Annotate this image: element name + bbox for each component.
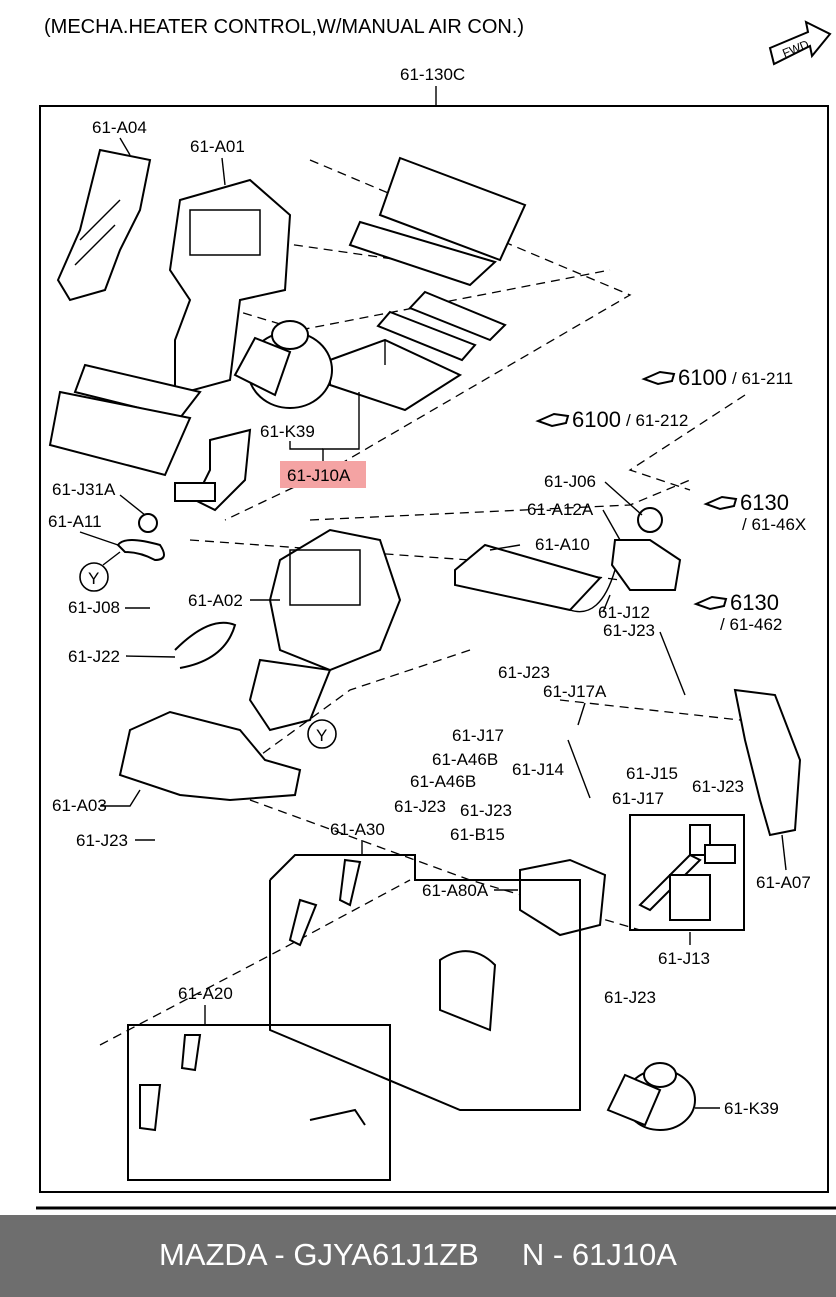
part-a80a-actuator — [519, 858, 607, 937]
marker-y-2: Y — [307, 719, 337, 749]
part-grilles — [48, 363, 202, 477]
part-k39-blower — [233, 320, 333, 409]
fwd-arrow-icon: FWD — [768, 20, 832, 66]
label-j23-c[interactable]: 61-J23 — [460, 801, 512, 820]
part-a04-duct — [56, 148, 152, 302]
callout-ref-2-code: 6100 — [572, 407, 621, 432]
label-j31a[interactable]: 61-J31A — [52, 480, 116, 499]
label-j23-g[interactable]: 61-J23 — [604, 988, 656, 1007]
assembly-frame — [39, 105, 829, 1193]
label-j23-a[interactable]: 61-J23 — [76, 831, 128, 850]
label-j15[interactable]: 61-J15 — [626, 764, 678, 783]
leader-lines — [79, 137, 787, 1109]
label-a04[interactable]: 61-A04 — [92, 118, 147, 137]
label-a46b-a[interactable]: 61-A46B — [432, 750, 498, 769]
hand-pointer-icon — [703, 495, 738, 511]
label-a20[interactable]: 61-A20 — [178, 984, 233, 1003]
label-j17-a[interactable]: 61-J17 — [452, 726, 504, 745]
label-a12a[interactable]: 61-A12A — [527, 500, 594, 519]
hand-pointer-icon — [641, 370, 676, 386]
part-filters — [376, 290, 507, 362]
marker-y-1: Y — [79, 562, 109, 592]
highlight-box — [280, 461, 366, 488]
hand-pointer-icon — [535, 412, 570, 428]
diagram-title: (MECHA.HEATER CONTROL,W/MANUAL AIR CON.) — [44, 16, 524, 38]
part-j06-grommet — [637, 507, 663, 533]
label-j23-b[interactable]: 61-J23 — [394, 797, 446, 816]
callout-ref-1[interactable]: 6100 / 61-211 — [641, 365, 793, 390]
label-j17-b[interactable]: 61-J17 — [612, 789, 664, 808]
fwd-label: FWD — [780, 37, 811, 60]
label-a11[interactable]: 61-A11 — [48, 512, 102, 531]
callout-ref-2[interactable]: 6100 / 61-212 — [535, 407, 688, 432]
label-a01[interactable]: 61-A01 — [190, 137, 245, 156]
label-a80a[interactable]: 61-A80A — [422, 881, 489, 900]
part-a03-tray — [118, 710, 302, 802]
label-a03[interactable]: 61-A03 — [52, 796, 107, 815]
footer-part-info: MAZDA - GJYA61J1ZB N - 61J10A — [159, 1237, 677, 1272]
callout-ref-3-code: 6130 — [740, 490, 789, 515]
callout-ref-4[interactable]: 6130 / 61-462 — [693, 590, 782, 634]
assembly-label: 61-130C — [400, 65, 465, 84]
label-k39-b[interactable]: 61-K39 — [724, 1099, 779, 1118]
label-j13[interactable]: 61-J13 — [658, 949, 710, 968]
label-j08[interactable]: 61-J08 — [68, 598, 120, 617]
label-j23-f[interactable]: 61-J23 — [692, 777, 744, 796]
part-a20-linkage — [127, 1024, 391, 1181]
callout-ref-2-sub: / 61-212 — [626, 411, 688, 430]
callout-ref-1-sub: / 61-211 — [732, 369, 793, 388]
part-a07-duct — [733, 688, 802, 837]
label-a07[interactable]: 61-A07 — [756, 873, 811, 892]
part-a30-frame — [269, 854, 581, 1111]
label-k39[interactable]: 61-K39 — [260, 422, 315, 441]
callout-ref-4-sub: / 61-462 — [720, 615, 782, 634]
label-a46b-b[interactable]: 61-A46B — [410, 772, 476, 791]
label-a10[interactable]: 61-A10 — [535, 535, 590, 554]
part-a10-heater-core — [454, 543, 616, 613]
callout-ref-4-code: 6130 — [730, 590, 779, 615]
part-a11-clip — [116, 539, 165, 562]
part-a30-linkage — [288, 858, 497, 1032]
marker-y-label-2: Y — [316, 726, 327, 745]
highlight-label[interactable]: 61-J10A — [287, 466, 351, 485]
part-bracket — [174, 428, 252, 512]
part-a12a-bracket — [610, 539, 682, 591]
label-j12[interactable]: 61-J12 — [598, 603, 650, 622]
label-j22[interactable]: 61-J22 — [68, 647, 120, 666]
part-j13-pads — [629, 814, 745, 931]
marker-y-label-1: Y — [88, 569, 99, 588]
part-k39-blower-2 — [606, 1062, 696, 1131]
label-j14[interactable]: 61-J14 — [512, 760, 564, 779]
label-j17a[interactable]: 61-J17A — [543, 682, 607, 701]
label-j23-d[interactable]: 61-J23 — [498, 663, 550, 682]
callout-ref-1-code: 6100 — [678, 365, 727, 390]
label-a30[interactable]: 61-A30 — [330, 820, 385, 839]
part-j31a-grommet — [138, 513, 158, 533]
part-j22-wire — [174, 621, 237, 669]
label-j06[interactable]: 61-J06 — [544, 472, 596, 491]
callout-ref-3-sub: / 61-46X — [742, 515, 806, 534]
label-b15[interactable]: 61-B15 — [450, 825, 505, 844]
hand-pointer-icon — [693, 595, 728, 611]
part-a02-case — [248, 528, 402, 732]
callout-ref-3[interactable]: 6130 / 61-46X — [703, 490, 806, 534]
parts-diagram: (MECHA.HEATER CONTROL,W/MANUAL AIR CON.)… — [36, 16, 836, 1210]
part-filter-frame — [348, 156, 527, 287]
label-j23-e[interactable]: 61-J23 — [603, 621, 655, 640]
footer-bar: MAZDA - GJYA61J1ZB N - 61J10A — [0, 1215, 836, 1297]
part-a01-case — [168, 178, 292, 397]
label-a02[interactable]: 61-A02 — [188, 591, 243, 610]
